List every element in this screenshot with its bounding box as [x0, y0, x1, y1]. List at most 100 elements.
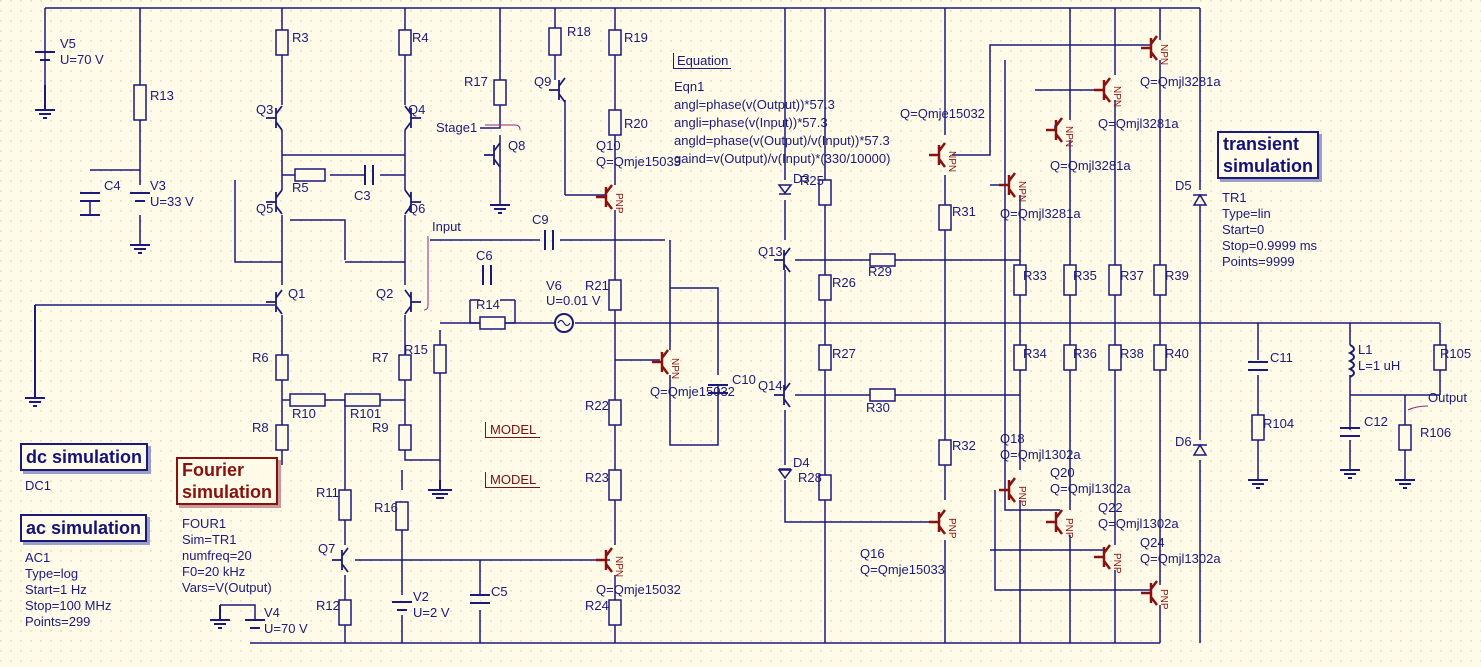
equation-line: angl=phase(v(Output))*57.3	[674, 97, 835, 112]
transistor-symbol[interactable]: NPN	[1094, 77, 1122, 107]
resistor-body[interactable]	[338, 489, 352, 521]
resistor-body[interactable]	[479, 316, 506, 330]
resistor-body[interactable]	[275, 424, 289, 451]
capacitor-c4[interactable]	[80, 192, 100, 202]
transistor-symbol[interactable]	[266, 289, 283, 315]
model-q21: Q=Qmjl3281a	[1050, 158, 1131, 173]
ac-simulation-box[interactable]: ac simulation	[20, 514, 148, 542]
transistor-symbol[interactable]: NPN	[999, 172, 1027, 202]
resistor-body[interactable]	[818, 179, 832, 206]
transistor-symbol[interactable]	[549, 77, 566, 103]
transistor-symbol[interactable]: NPN	[652, 349, 680, 379]
transistor-symbol[interactable]: NPN	[1046, 117, 1074, 147]
resistor-body[interactable]	[938, 204, 952, 231]
capacitor-c11[interactable]	[1248, 361, 1268, 371]
transistor-symbol[interactable]	[266, 189, 283, 215]
resistor-body[interactable]	[608, 399, 622, 426]
resistor-body[interactable]	[344, 393, 381, 407]
resistor-body[interactable]	[938, 439, 952, 466]
transistor-symbol[interactable]: PNP	[1046, 509, 1074, 539]
transistor-symbol[interactable]	[404, 289, 421, 315]
diode-d5[interactable]	[1192, 193, 1208, 206]
dc-simulation-box[interactable]: dc simulation	[20, 443, 149, 471]
inductor-l1[interactable]	[1347, 344, 1355, 378]
capacitor-c10[interactable]	[708, 384, 728, 394]
resistor-body[interactable]	[1251, 414, 1265, 441]
resistor-body[interactable]	[1013, 264, 1027, 296]
resistor-body[interactable]	[1153, 344, 1167, 371]
diode-d4[interactable]	[777, 468, 793, 480]
label-q18: Q18	[1000, 431, 1025, 446]
resistor-body[interactable]	[1063, 344, 1077, 371]
resistor-body[interactable]	[608, 599, 622, 626]
label-q16: Q16	[860, 546, 885, 561]
transistor-symbol[interactable]	[266, 105, 283, 131]
transistor-layer: PNP NPN NPN NPN PNP NPN NPN NPN NPN PNP PNP PNP PNP	[266, 35, 1169, 610]
transistor-symbol[interactable]	[484, 142, 501, 168]
resistor-body[interactable]	[818, 274, 832, 301]
model-tag[interactable]: MODEL	[485, 422, 541, 438]
transistor-symbol[interactable]: PNP	[596, 184, 624, 214]
resistor-body[interactable]	[275, 354, 289, 381]
resistor-body[interactable]	[1108, 264, 1122, 296]
transistor-symbol[interactable]	[774, 247, 791, 273]
transistor-symbol[interactable]	[404, 105, 421, 131]
resistor-body[interactable]	[493, 79, 507, 106]
resistor-body[interactable]	[398, 29, 412, 56]
transistor-symbol[interactable]	[774, 382, 791, 408]
diode-d6[interactable]	[1192, 443, 1208, 456]
resistor-body[interactable]	[1108, 344, 1122, 371]
transistor-symbol[interactable]	[404, 189, 421, 215]
resistor-body[interactable]	[608, 29, 622, 56]
resistor-body[interactable]	[608, 279, 622, 311]
capacitor-c6[interactable]	[482, 265, 492, 285]
resistor-body[interactable]	[289, 393, 326, 407]
resistor-body[interactable]	[608, 469, 622, 501]
resistor-body[interactable]	[133, 84, 147, 121]
diode-d3[interactable]	[777, 184, 793, 195]
resistor-body[interactable]	[398, 424, 412, 451]
resistor-body[interactable]	[608, 109, 622, 136]
transistor-symbol[interactable]: PNP	[929, 509, 957, 539]
resistor-body[interactable]	[1063, 264, 1077, 296]
resistor-body[interactable]	[869, 253, 896, 267]
capacitor-c9[interactable]	[544, 230, 554, 250]
resistor-body[interactable]	[294, 168, 326, 182]
resistor-body[interactable]	[1013, 344, 1027, 371]
label-q6: Q6	[408, 201, 425, 216]
source-v2[interactable]	[392, 601, 412, 611]
resistor-body[interactable]	[548, 27, 562, 56]
resistor-body[interactable]	[869, 388, 896, 402]
capacitor-c3[interactable]	[364, 165, 374, 185]
resistor-body[interactable]	[1153, 264, 1167, 296]
label-r20: R20	[624, 116, 648, 131]
transistor-symbol[interactable]: NPN	[929, 142, 957, 172]
capacitor-c12[interactable]	[1340, 427, 1360, 437]
equation-title[interactable]: Equation	[673, 53, 732, 69]
resistor-body[interactable]	[433, 344, 447, 374]
resistor-body[interactable]	[1398, 424, 1412, 451]
resistor-body[interactable]	[818, 474, 832, 501]
resistor-body[interactable]	[395, 501, 409, 531]
source-v5[interactable]	[35, 51, 55, 61]
resistor-body[interactable]	[1433, 344, 1447, 371]
resistor-body[interactable]	[818, 344, 832, 371]
resistor-body[interactable]	[275, 29, 289, 56]
resistor-body[interactable]	[398, 354, 412, 381]
source-v3[interactable]	[130, 192, 150, 202]
transistor-symbol[interactable]: PNP	[1094, 544, 1122, 574]
transistor-symbol[interactable]: PNP	[999, 477, 1027, 507]
transistor-symbol[interactable]: PNP	[1141, 580, 1169, 610]
transistor-symbol[interactable]	[332, 547, 349, 573]
source-v4[interactable]	[245, 619, 265, 629]
model-q15: Q=Qmje15033	[860, 562, 945, 577]
model-tag[interactable]: MODEL	[485, 472, 541, 488]
transistor-symbol[interactable]: NPN	[1141, 35, 1169, 65]
transistor-symbol[interactable]: NPN	[596, 547, 624, 577]
resistor-body[interactable]	[338, 599, 352, 626]
capacitor-c5[interactable]	[470, 594, 490, 604]
